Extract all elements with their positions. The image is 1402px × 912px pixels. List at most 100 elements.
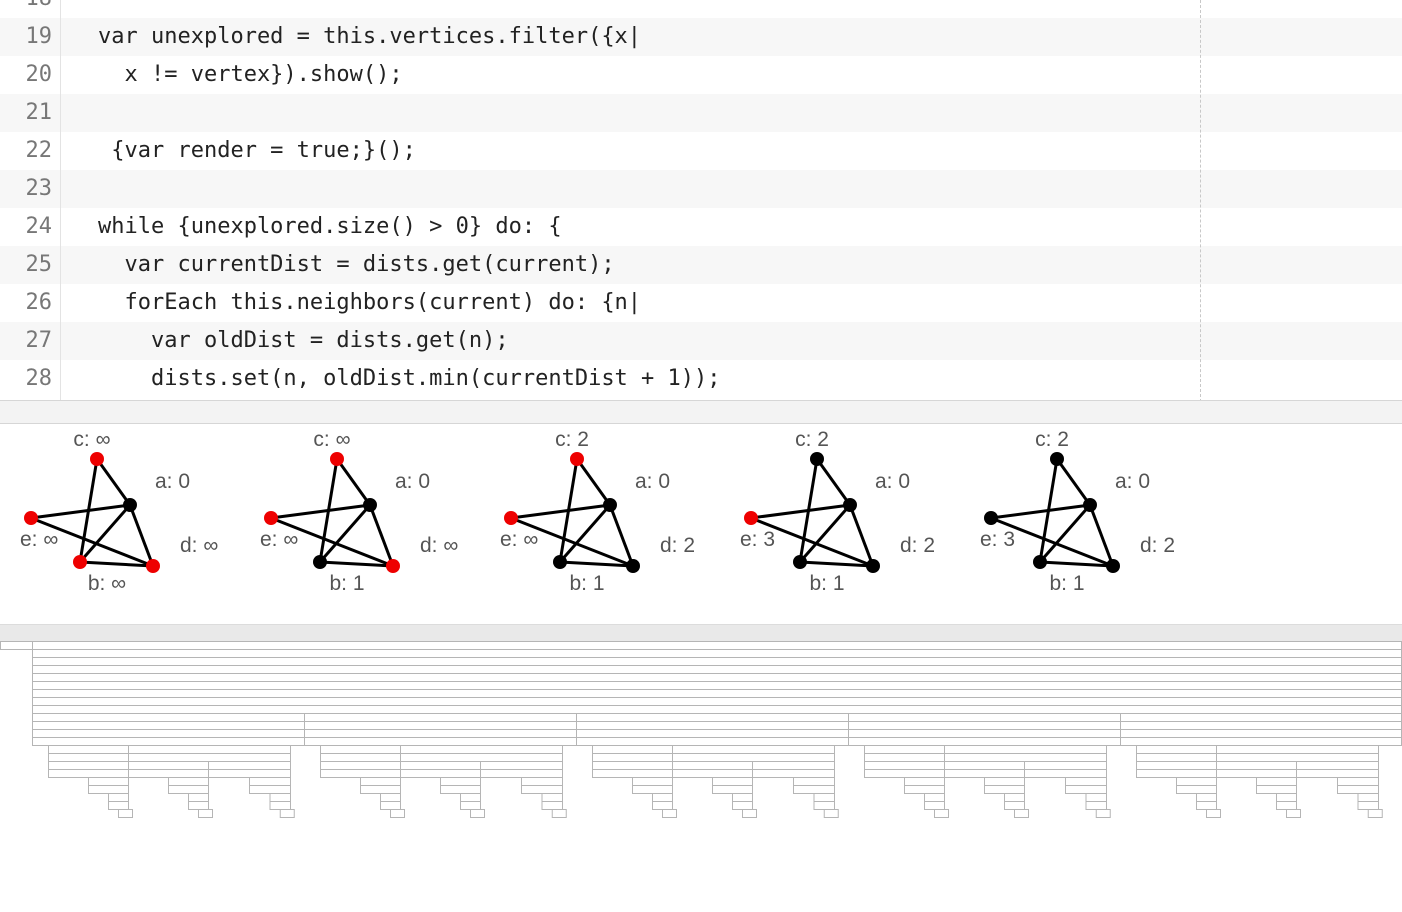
trace-frame [390, 809, 405, 818]
code-text[interactable]: var oldDist = dists.get(n); [98, 328, 509, 353]
trace-frame [576, 729, 849, 738]
trace-frame [1216, 753, 1379, 762]
vertex-label-e: e: ∞ [260, 528, 298, 551]
trace-frame [1216, 769, 1297, 778]
trace-frame [1176, 785, 1217, 794]
vertex-label-a: a: 0 [635, 470, 670, 493]
trace-frame [1286, 809, 1301, 818]
graph-edge [1039, 560, 1114, 568]
line-number: 18 [0, 0, 53, 18]
vertex-label-b: b: ∞ [88, 572, 126, 595]
trace-frame [32, 713, 305, 722]
code-line[interactable]: 22 {var render = true;}(); [0, 132, 1402, 170]
trace-frame [269, 801, 291, 810]
trace-frame [662, 809, 677, 818]
trace-frame [460, 801, 481, 810]
trace-frame [712, 785, 753, 794]
graph-edge [79, 560, 154, 568]
vertex-c [90, 452, 104, 466]
trace-frame [984, 777, 1025, 786]
trace-frame [1276, 801, 1297, 810]
trace-frame [1014, 809, 1029, 818]
trace-frame [32, 721, 305, 730]
code-line[interactable]: 18 [0, 0, 1402, 18]
trace-frame [732, 793, 753, 802]
trace-frame [1206, 809, 1221, 818]
vertex-e [504, 511, 518, 525]
trace-frame [208, 761, 291, 770]
vertex-d [626, 559, 640, 573]
vertex-a [603, 498, 617, 512]
trace-frame [944, 769, 1025, 778]
graph-snapshots: c: ∞a: 0e: ∞d: ∞b: ∞c: ∞a: 0e: ∞d: ∞b: 1… [20, 428, 1175, 595]
code-text[interactable]: dists.set(n, oldDist.min(currentDist + 1… [98, 366, 721, 391]
trace-frame [1367, 809, 1383, 818]
vertex-c [810, 452, 824, 466]
trace-frame [380, 801, 401, 810]
trace-frame [440, 785, 481, 794]
code-line[interactable]: 25 var currentDist = dists.get(current); [0, 246, 1402, 284]
graph-edge [815, 458, 852, 506]
trace-frame [944, 753, 1107, 762]
panel-divider[interactable] [0, 624, 1402, 642]
trace-frame [320, 745, 401, 754]
trace-frame [400, 761, 481, 770]
code-line[interactable]: 23 [0, 170, 1402, 208]
trace-frame [1004, 801, 1025, 810]
graph-edge [335, 458, 372, 506]
trace-frame [984, 785, 1025, 794]
graph-edge [608, 504, 635, 567]
trace-frame [904, 777, 945, 786]
code-text[interactable]: var unexplored = this.vertices.filter({x… [98, 24, 642, 49]
code-line[interactable]: 21 [0, 94, 1402, 132]
vertex-label-d: d: 2 [660, 534, 695, 557]
trace-frame [32, 729, 305, 738]
print-margin-guide [1200, 0, 1201, 402]
trace-frame [864, 761, 945, 770]
trace-frame [304, 729, 577, 738]
code-line[interactable]: 27 var oldDist = dists.get(n); [0, 322, 1402, 360]
trace-frame [32, 657, 1402, 666]
trace-frame [249, 785, 291, 794]
code-text[interactable]: var currentDist = dists.get(current); [98, 252, 615, 277]
trace-frame [1136, 769, 1217, 778]
trace-frame [32, 649, 1402, 658]
graph-edge [78, 504, 132, 563]
trace-frame [118, 809, 133, 818]
trace-frame [1085, 801, 1107, 810]
trace-frame [732, 801, 753, 810]
trace-frame [380, 793, 401, 802]
vertex-label-c: c: ∞ [313, 428, 350, 451]
trace-frame [188, 793, 209, 802]
code-text[interactable]: x != vertex}).show(); [98, 62, 403, 87]
trace-frame [752, 761, 835, 770]
code-text[interactable]: while {unexplored.size() > 0} do: { [98, 214, 562, 239]
graph-snapshot: c: ∞a: 0e: ∞d: ∞b: 1 [260, 428, 458, 595]
code-editor[interactable]: 1819var unexplored = this.vertices.filte… [0, 0, 1402, 402]
graph-edge [799, 560, 874, 568]
trace-frame [1357, 801, 1379, 810]
code-line[interactable]: 26 forEach this.neighbors(current) do: {… [0, 284, 1402, 322]
trace-frame [400, 745, 563, 754]
trace-frame [1095, 809, 1111, 818]
trace-frame [304, 713, 577, 722]
trace-frame [32, 673, 1402, 682]
trace-frame [742, 809, 757, 818]
graph-edge [368, 504, 395, 567]
code-text[interactable]: forEach this.neighbors(current) do: {n| [98, 290, 642, 315]
vertex-a [363, 498, 377, 512]
code-line[interactable]: 28 dists.set(n, oldDist.min(currentDist … [0, 360, 1402, 398]
code-line[interactable]: 20 x != vertex}).show(); [0, 56, 1402, 94]
editor-scrollbar[interactable] [0, 400, 1402, 424]
call-trace-panel [0, 641, 1402, 908]
trace-frame [1120, 713, 1402, 722]
trace-frame [864, 745, 945, 754]
trace-frame [551, 809, 567, 818]
code-text[interactable]: {var render = true;}(); [98, 138, 416, 163]
trace-frame [1120, 721, 1402, 730]
trace-frame [279, 809, 295, 818]
